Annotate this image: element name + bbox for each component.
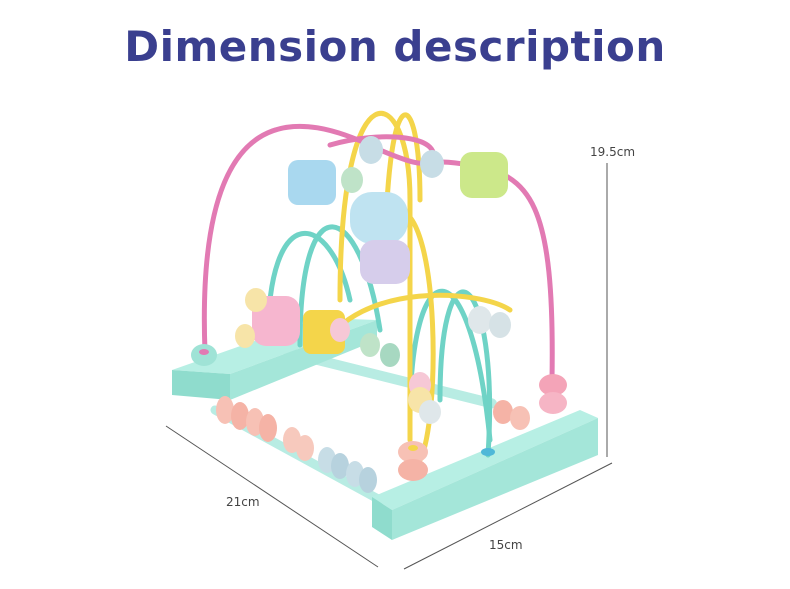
wire-end-beads bbox=[191, 344, 567, 481]
depth-dimension-line bbox=[403, 462, 613, 570]
height-dimension-label: 19.5cm bbox=[590, 145, 636, 159]
dimension-lines bbox=[165, 163, 613, 570]
wire-base-pin bbox=[481, 448, 495, 456]
depth-dimension-label: 15cm bbox=[489, 538, 523, 552]
page-title: Dimension description bbox=[124, 22, 666, 71]
shaped-beads bbox=[252, 152, 508, 354]
abacus-beads bbox=[216, 396, 377, 493]
round-beads bbox=[235, 136, 530, 430]
width-dimension-line bbox=[165, 425, 379, 568]
width-dimension-label: 21cm bbox=[226, 495, 260, 509]
